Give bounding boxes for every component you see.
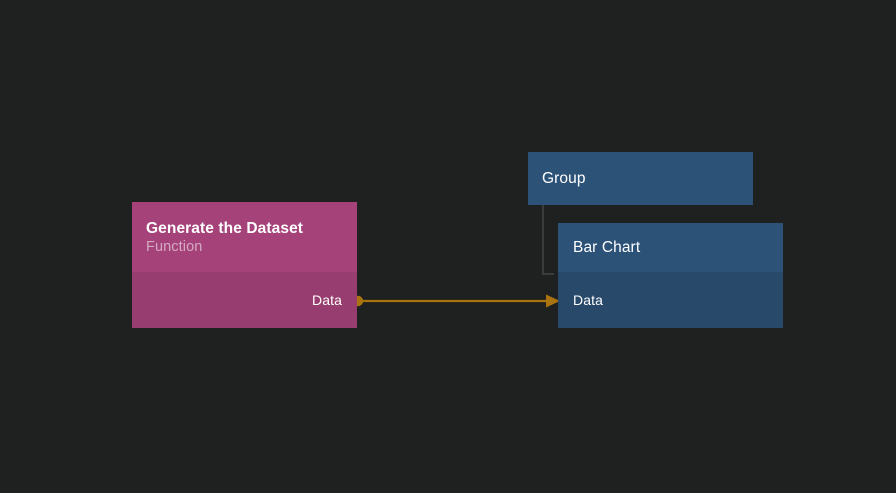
node-function[interactable]: Generate the Dataset Function Data xyxy=(132,202,357,328)
node-bar-chart-input-port-data[interactable]: Data xyxy=(558,272,783,328)
node-function-title: Generate the Dataset xyxy=(146,219,304,237)
node-bar-chart-header[interactable]: Bar Chart xyxy=(558,223,783,272)
group-bracket-connector xyxy=(542,205,554,275)
node-function-header[interactable]: Generate the Dataset Function xyxy=(132,202,357,272)
node-bar-chart[interactable]: Bar Chart Data xyxy=(558,223,783,328)
node-group-title: Group xyxy=(542,170,586,187)
node-function-output-port-label: Data xyxy=(312,292,342,308)
node-group[interactable]: Group xyxy=(528,152,753,205)
node-bar-chart-title: Bar Chart xyxy=(573,239,641,256)
node-function-subtitle: Function xyxy=(146,238,203,255)
node-function-output-port-data[interactable]: Data xyxy=(132,272,357,328)
edge-data-connection[interactable] xyxy=(352,294,560,308)
node-bar-chart-input-port-label: Data xyxy=(573,292,603,308)
node-group-header[interactable]: Group xyxy=(528,152,753,205)
